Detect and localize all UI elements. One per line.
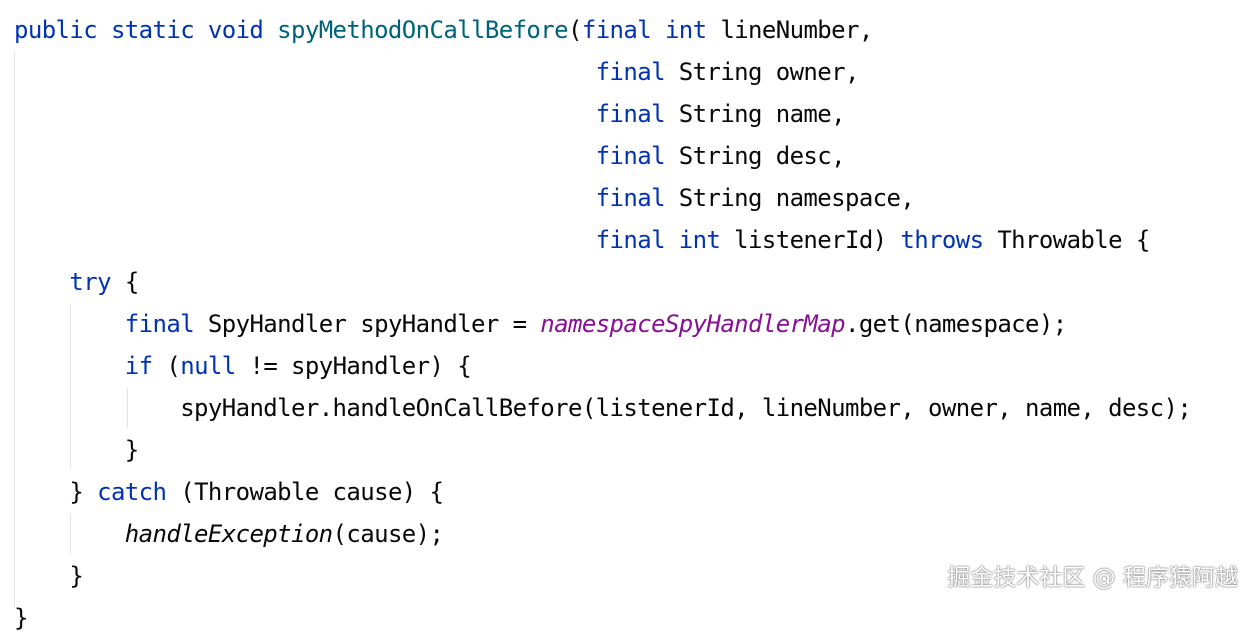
- code-token: listenerId): [734, 226, 901, 254]
- code-line: }: [14, 429, 139, 471]
- code-token: throws: [900, 226, 998, 254]
- code-token: try: [69, 268, 125, 296]
- code-line: final String desc,: [14, 135, 846, 177]
- code-token: (: [567, 16, 582, 44]
- code-line: final int listenerId) throws Throwable {: [14, 219, 1151, 261]
- code-line: final SpyHandler spyHandler = namespaceS…: [14, 303, 1067, 345]
- code-line: final String owner,: [14, 51, 860, 93]
- code-line: handleException(cause);: [14, 513, 444, 555]
- code-indent: [14, 562, 69, 590]
- code-token: != spyHandler) {: [249, 352, 472, 380]
- code-token: }: [124, 436, 139, 464]
- code-token: String name,: [678, 100, 846, 128]
- code-token: }: [69, 478, 98, 506]
- code-indent: [14, 268, 69, 296]
- code-token: String namespace,: [678, 184, 915, 212]
- code-token: spyHandler.handleOnCallBefore(listenerId…: [180, 394, 1192, 422]
- code-token: handleException: [124, 520, 333, 548]
- code-indent: [14, 142, 596, 170]
- code-line: try {: [14, 261, 139, 303]
- code-token: Throwable {: [997, 226, 1150, 254]
- indent-guide: [14, 52, 15, 608]
- code-token: final: [595, 100, 679, 128]
- code-token: {: [124, 268, 139, 296]
- code-line: } catch (Throwable cause) {: [14, 471, 444, 513]
- indent-guide: [70, 304, 71, 468]
- code-line: spyHandler.handleOnCallBefore(listenerId…: [14, 387, 1192, 429]
- code-token: null: [180, 352, 250, 380]
- code-token: final int: [595, 226, 735, 254]
- code-line: }: [14, 555, 83, 597]
- code-token: (Throwable cause) {: [180, 478, 444, 506]
- code-token: if: [124, 352, 167, 380]
- code-indent: [14, 520, 125, 548]
- code-token: final: [595, 58, 679, 86]
- code-line: final String namespace,: [14, 177, 915, 219]
- code-token: String desc,: [678, 142, 846, 170]
- code-indent: [14, 478, 69, 506]
- code-indent: [14, 58, 596, 86]
- code-token: public static void: [14, 16, 278, 44]
- code-line: }: [14, 597, 28, 639]
- code-token: spyMethodOnCallBefore: [277, 16, 568, 44]
- code-line: final String name,: [14, 93, 846, 135]
- code-indent: [14, 352, 125, 380]
- code-line: if (null != spyHandler) {: [14, 345, 472, 387]
- code-token: String owner,: [678, 58, 860, 86]
- code-indent: [14, 100, 596, 128]
- code-token: final: [595, 142, 679, 170]
- indent-guide: [70, 514, 71, 554]
- code-token: }: [14, 604, 28, 632]
- code-indent: [14, 310, 125, 338]
- code-token: (cause);: [332, 520, 444, 548]
- code-token: catch: [97, 478, 181, 506]
- code-indent: [14, 436, 125, 464]
- code-indent: [14, 184, 596, 212]
- watermark: 掘金技术社区 @ 程序猿阿越: [947, 565, 1238, 591]
- code-token: final: [595, 184, 679, 212]
- code-token: lineNumber,: [720, 16, 873, 44]
- code-token: .get(namespace);: [844, 310, 1067, 338]
- code-token: final: [124, 310, 208, 338]
- code-token: final int: [581, 16, 721, 44]
- code-token: SpyHandler spyHandler =: [207, 310, 541, 338]
- code-token: (: [166, 352, 181, 380]
- code-line: public static void spyMethodOnCallBefore…: [14, 9, 873, 51]
- indent-guide: [127, 388, 128, 428]
- code-indent: [14, 226, 596, 254]
- code-token: namespaceSpyHandlerMap: [540, 310, 845, 338]
- code-token: }: [69, 562, 84, 590]
- code-indent: [14, 394, 180, 422]
